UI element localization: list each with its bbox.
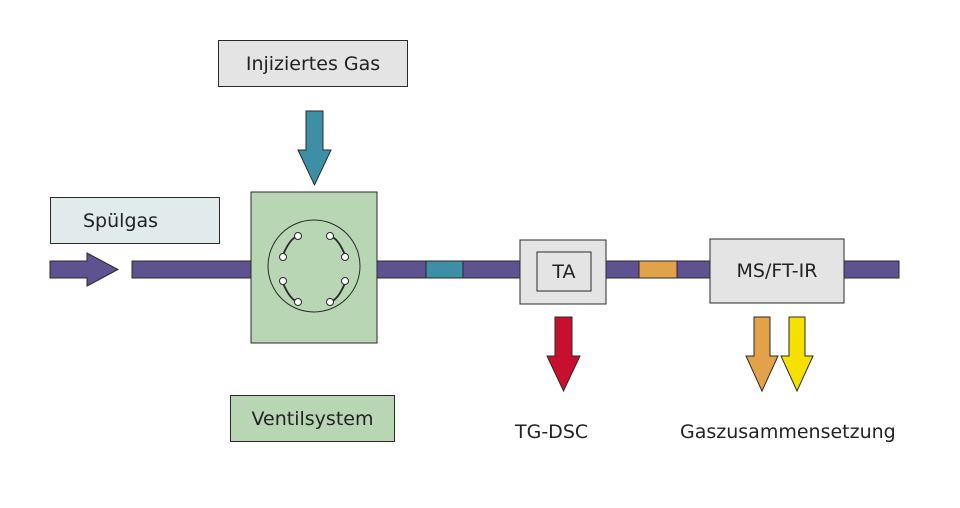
valve-system-label: Ventilsystem	[230, 395, 395, 442]
ta-label: TA	[552, 260, 576, 283]
pipe-segment-teal	[425, 260, 464, 279]
pipe-segment-orange	[638, 260, 678, 279]
purge-gas-label: Spülgas	[50, 197, 220, 244]
gas-composition-label: Gaszusammensetzung	[680, 421, 896, 443]
down-arrow-icon	[546, 316, 581, 393]
down-arrow-icon	[780, 316, 814, 393]
right-arrow-icon	[49, 252, 120, 287]
valve-box	[250, 191, 378, 344]
ta-box-inner	[536, 251, 592, 292]
down-arrow-icon	[297, 110, 332, 187]
ms-ftir-box	[709, 238, 845, 304]
down-arrow-icon	[745, 316, 779, 393]
tg-dsc-label: TG-DSC	[515, 421, 589, 443]
injected-gas-label: Injiziertes Gas	[218, 40, 408, 87]
valve-symbol-icon	[267, 219, 361, 313]
ms-ftir-label: MS/FT-IR	[736, 260, 818, 282]
